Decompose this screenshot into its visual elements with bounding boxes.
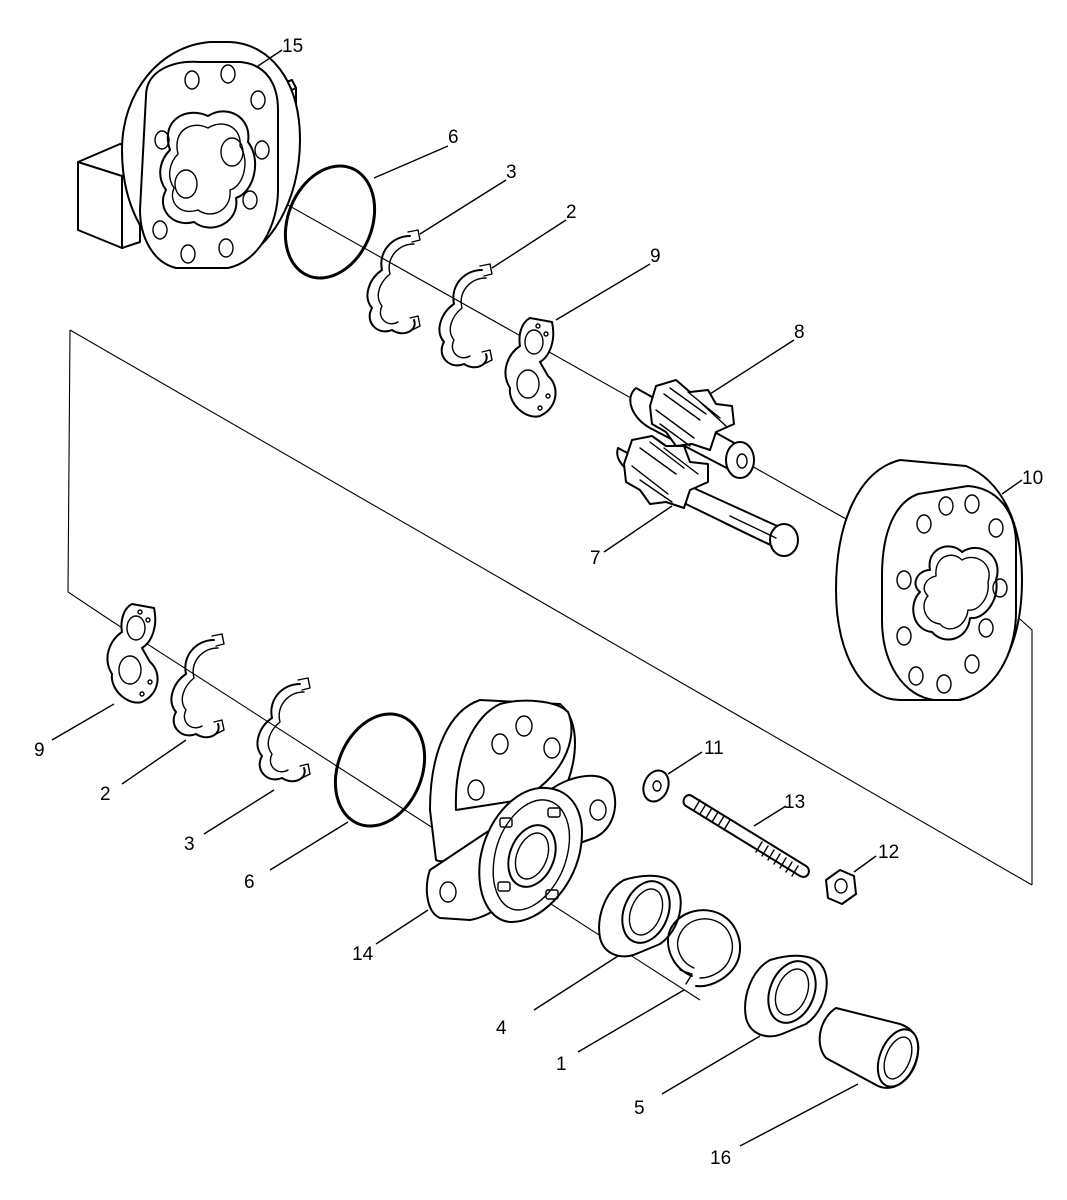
driven-gear-part-8 [629,379,755,479]
leader-11 [667,751,703,775]
callout-9-left: 9 [34,740,45,761]
bearing-part-4 [598,874,682,958]
callout-16: 16 [710,1148,731,1169]
callout-15: 15 [282,36,303,57]
leader-5 [661,1035,761,1095]
leader-3-left [203,789,275,835]
snap-ring-part-1 [667,909,741,988]
bearing-part-5 [744,954,828,1038]
backup-ring-top-part-2 [438,263,493,369]
front-cover-part-14 [425,699,617,923]
leader-10 [1001,479,1023,495]
leader-1 [577,989,685,1053]
plate-left-part-9 [106,603,159,704]
leader-6-left [269,821,349,871]
callout-2-top: 2 [566,202,577,223]
callout-6-left: 6 [244,872,255,893]
callout-6-top: 6 [448,127,459,148]
leader-3-top [419,179,507,235]
drive-gear-part-7 [616,435,799,557]
leader-16 [739,1083,859,1147]
stud-part-13 [682,794,810,878]
o-ring-top-part-6 [283,164,377,280]
leader-9-left [51,703,115,741]
leader-9-top [555,263,651,321]
o-ring-left-part-6 [333,712,427,828]
seal-left-part-3 [256,677,311,783]
seal-top-part-3 [366,229,421,335]
sleeve-part-16 [818,1007,920,1089]
leader-2-left [121,739,187,785]
callout-11: 11 [704,738,724,759]
leader-2-top [491,219,567,269]
leader-12 [853,855,877,873]
callout-12: 12 [878,842,899,863]
callout-2-left: 2 [100,784,111,805]
callout-4: 4 [496,1018,507,1039]
callout-8: 8 [794,322,805,343]
leader-14 [375,909,429,945]
leader-6-top [373,145,449,179]
washer-part-11 [642,769,670,803]
callout-5: 5 [634,1098,645,1119]
callout-13: 13 [784,792,805,813]
callout-7: 7 [590,548,601,569]
leader-13 [753,805,787,827]
backup-ring-left-part-2 [170,633,225,739]
nut-part-12 [825,869,857,905]
callout-3-left: 3 [184,834,195,855]
callout-14: 14 [352,944,374,965]
gear-housing-part-10 [835,459,1023,701]
rear-housing-part-15 [77,41,301,269]
callout-3-top: 3 [506,162,517,183]
leader-4 [533,955,619,1011]
leader-15 [257,49,283,67]
leader-8 [709,339,795,395]
leader-7 [603,505,673,553]
callout-9-top: 9 [650,246,661,267]
plate-top-part-9 [504,317,557,418]
callout-1: 1 [556,1054,567,1075]
callout-10: 10 [1022,468,1043,489]
